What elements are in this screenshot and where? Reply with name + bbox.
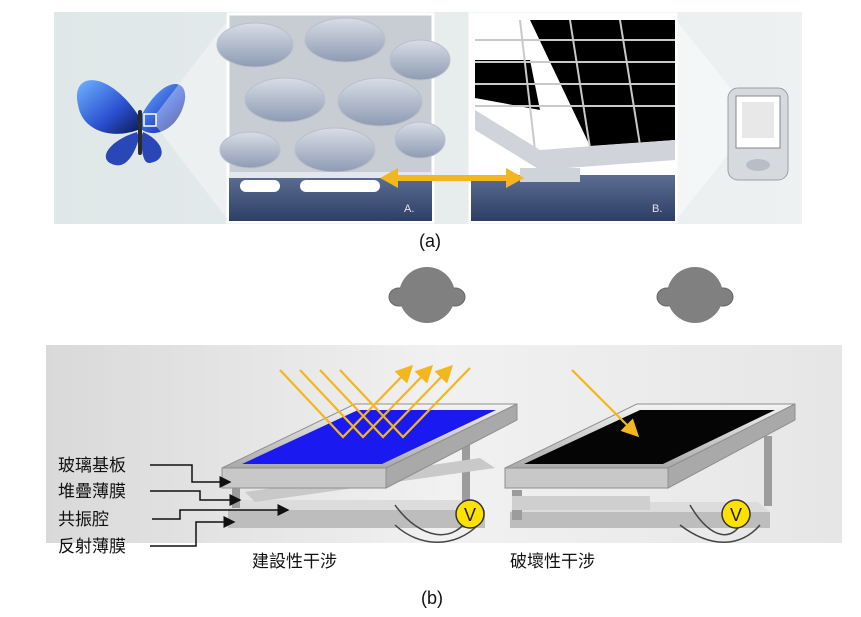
voltage-label: V [730,505,742,525]
butterfly-icon [76,80,186,166]
voltage-source-icon: V [721,499,751,529]
state-label-constructive: 建設性干涉 [252,552,337,572]
voltage-label: V [464,505,476,525]
pda-device-icon [727,87,789,181]
layer-label-stacked-film: 堆疊薄膜 [58,482,126,502]
layer-label-reflective-film: 反射薄膜 [58,537,126,557]
caption-a: (a) [419,231,441,251]
imod-pixel-bright [221,403,518,528]
panel-a: A. B. [54,12,802,251]
caption-b: (b) [421,588,443,608]
layer-leader-lines [150,464,290,547]
inset-a-membrane: A. [216,12,451,224]
circuit-wire [394,524,479,543]
inset-b-display: B. [468,12,678,224]
blue-pixel-surface [242,410,496,464]
zoom-cone-left [156,20,228,220]
panel-b: V V 玻璃基板 堆疊薄膜 共振腔 反射薄膜 建設性干涉 破壞性干涉 (b) [46,345,842,608]
layer-label-resonant-cavity: 共振腔 [58,510,109,530]
observer-head-icon [388,267,466,323]
observer-head-icon [656,267,734,323]
voltage-source-icon: V [455,499,485,529]
double-arrow-icon [380,168,524,188]
absorbed-ray-arrow [571,369,640,438]
imod-pixel-dark [504,403,796,528]
zoom-cone-right [676,20,740,220]
inset-b-label: B. [652,203,662,215]
pixel-grid [475,19,675,151]
light-ray-arrows [279,364,471,439]
inset-a-label: A. [404,203,414,215]
layer-label-glass-substrate: 玻璃基板 [58,456,126,476]
circuit-wire [679,524,761,543]
state-label-destructive: 破壞性干涉 [510,552,595,572]
black-pixel-surface [524,410,775,464]
